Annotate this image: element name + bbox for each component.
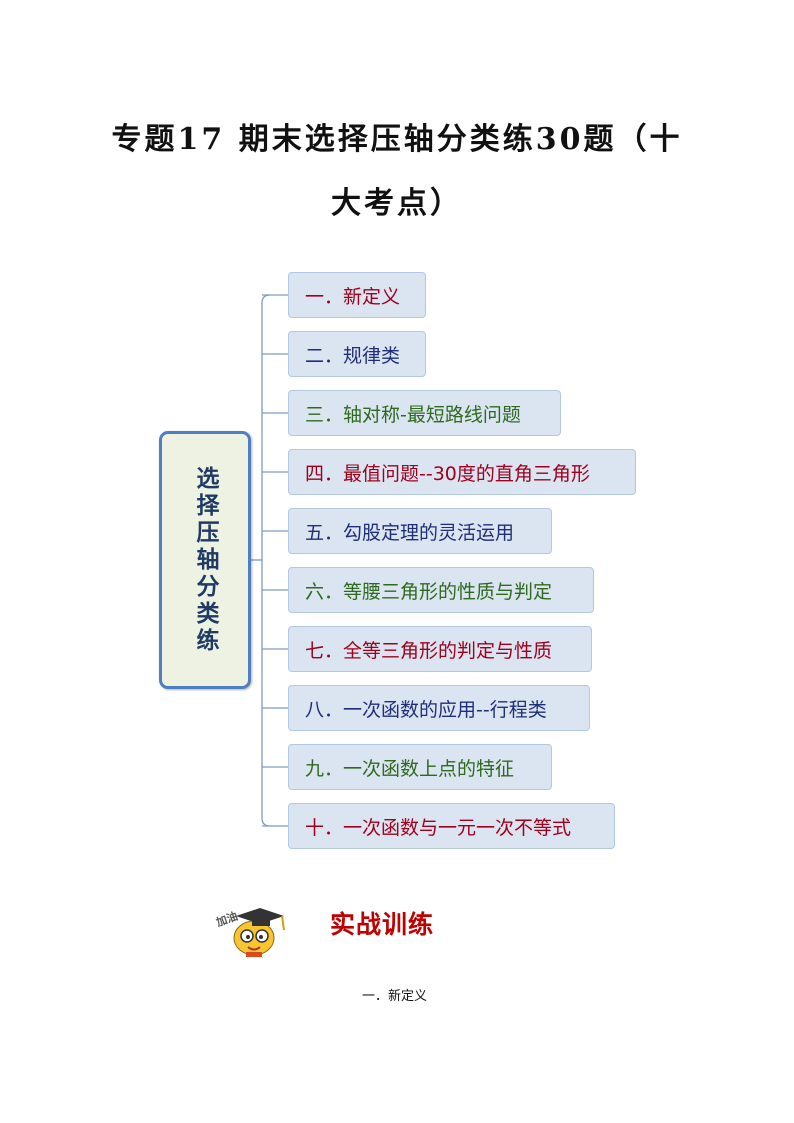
mindmap-branch-node: 十．一次函数与一元一次不等式 <box>288 803 615 849</box>
mindmap-branch-node: 二．规律类 <box>288 331 426 377</box>
mindmap-branch-node: 六．等腰三角形的性质与判定 <box>288 567 594 613</box>
mindmap-branch-node: 一．新定义 <box>288 272 426 318</box>
mascot-text: 加油 <box>214 909 240 930</box>
mindmap-branch-node: 七．全等三角形的判定与性质 <box>288 626 592 672</box>
mindmap-branch-label: 十．一次函数与一元一次不等式 <box>305 816 572 839</box>
mindmap-root-label: 选择压轴分类练 <box>192 465 218 655</box>
mindmap-branch-label: 六．等腰三角形的性质与判定 <box>305 580 553 603</box>
section-subheading: 一．新定义 <box>362 989 428 1004</box>
mindmap-branch-label: 一．新定义 <box>305 285 401 308</box>
mindmap-branch-node: 三．轴对称-最短路线问题 <box>288 390 561 436</box>
page-title: 专题17 期末选择压轴分类练30题（十 大考点） <box>60 108 734 236</box>
mindmap-branch-label: 四．最值问题--30度的直角三角形 <box>305 462 590 485</box>
mindmap-branch-node: 五．勾股定理的灵活运用 <box>288 508 552 554</box>
mindmap-branch-label: 八．一次函数的应用--行程类 <box>305 698 547 721</box>
mindmap-branch-label: 五．勾股定理的灵活运用 <box>305 521 515 544</box>
mindmap-branch-node: 八．一次函数的应用--行程类 <box>288 685 590 731</box>
mindmap-branch-label: 三．轴对称-最短路线问题 <box>305 403 521 426</box>
mindmap-root: 选择压轴分类练 <box>159 431 251 689</box>
mindmap-branch-node: 九．一次函数上点的特征 <box>288 744 552 790</box>
section-heading: 实战训练 <box>330 910 435 939</box>
mindmap-branch-label: 九．一次函数上点的特征 <box>305 757 515 780</box>
mindmap-branch-label: 二．规律类 <box>305 344 401 367</box>
mindmap-branch-label: 七．全等三角形的判定与性质 <box>305 639 553 662</box>
page-title-line-2: 大考点） <box>331 186 463 221</box>
mindmap-branch-node: 四．最值问题--30度的直角三角形 <box>288 449 636 495</box>
cartoon-student-icon: 加油 <box>214 908 285 957</box>
page-title-line-1: 专题17 期末选择压轴分类练30题（十 <box>111 122 683 157</box>
